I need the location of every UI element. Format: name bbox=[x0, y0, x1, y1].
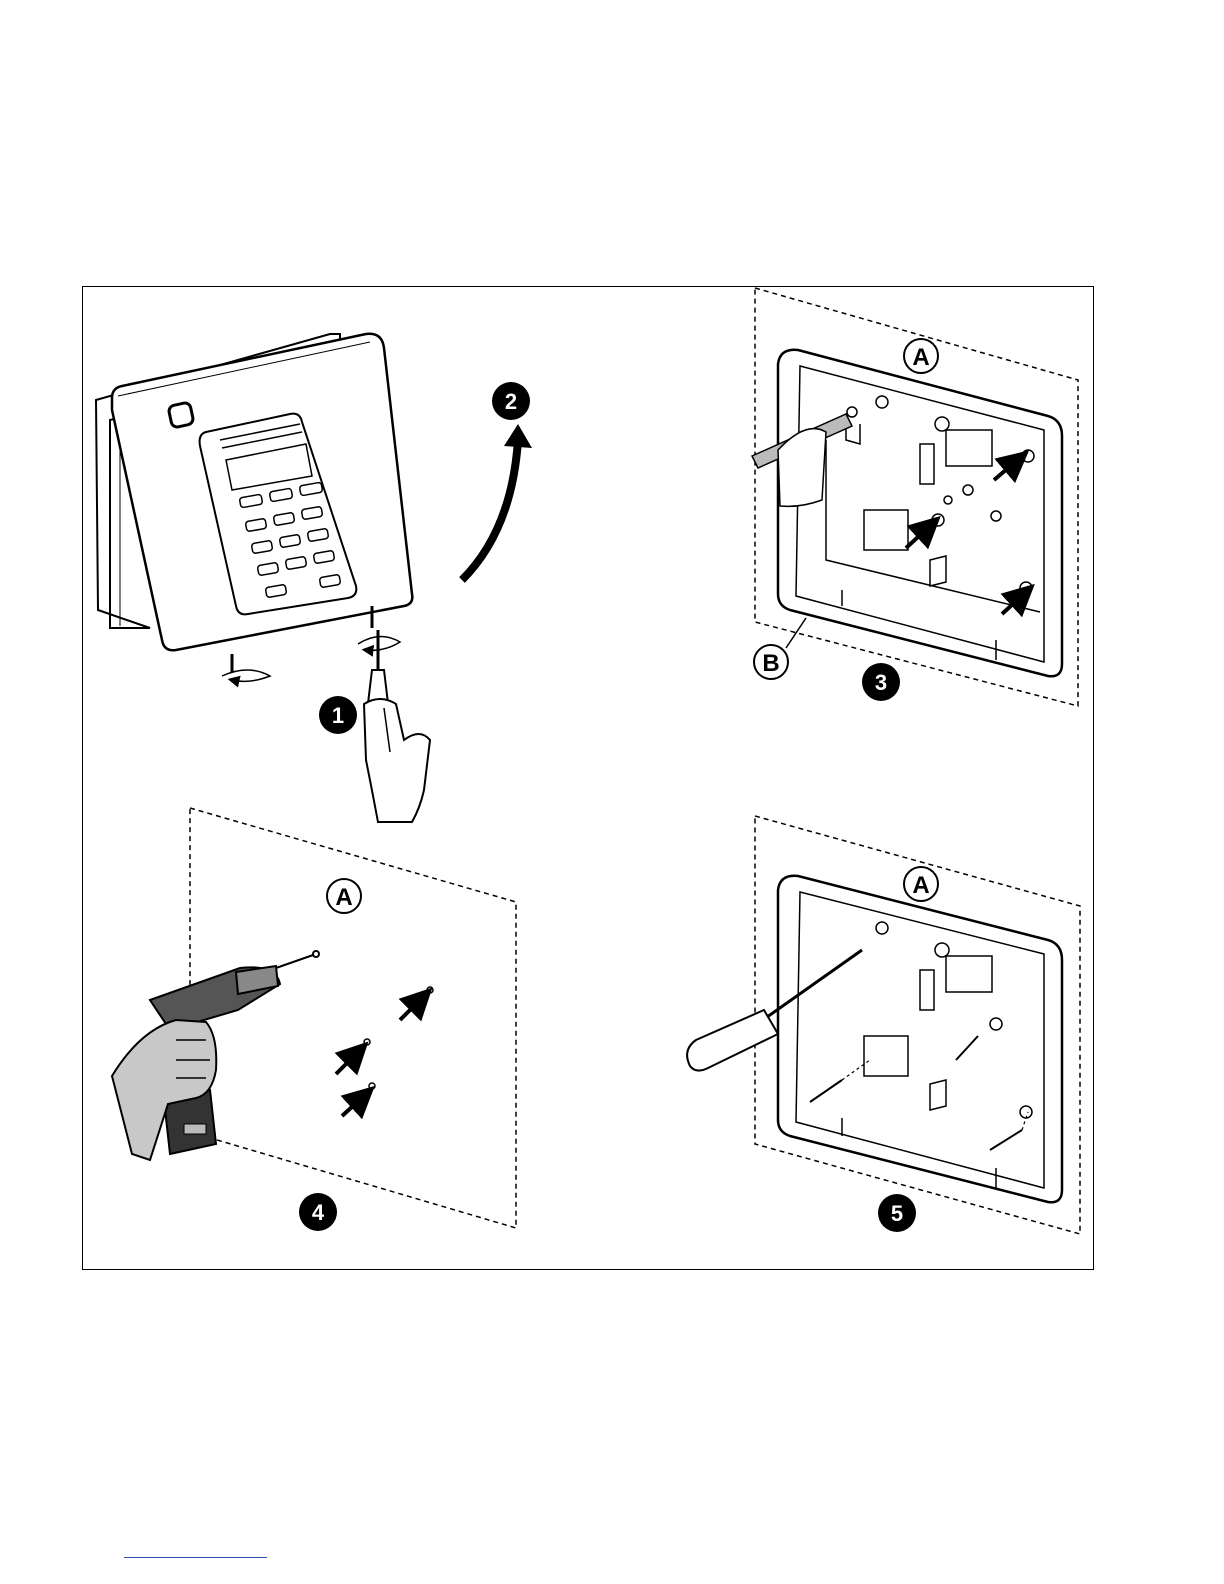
arrow-icon bbox=[462, 440, 518, 580]
arrow-icon bbox=[504, 424, 532, 448]
svg-text:A: A bbox=[912, 344, 929, 371]
step-badge-2: 2 bbox=[492, 382, 530, 420]
svg-text:3: 3 bbox=[875, 670, 887, 695]
callout-a-step4: A bbox=[327, 879, 361, 913]
svg-text:A: A bbox=[912, 872, 929, 899]
back-plate-illustration bbox=[778, 876, 1062, 1202]
callout-a-step3: A bbox=[904, 339, 938, 373]
step-badge-3: 3 bbox=[862, 663, 900, 701]
step-badge-5: 5 bbox=[878, 1194, 916, 1232]
control-panel-illustration bbox=[96, 334, 412, 682]
hand-icon bbox=[364, 699, 430, 822]
footer-rule bbox=[124, 1557, 267, 1558]
svg-text:2: 2 bbox=[505, 389, 517, 414]
svg-text:4: 4 bbox=[312, 1200, 325, 1225]
step-badge-4: 4 bbox=[299, 1193, 337, 1231]
callout-a-step5: A bbox=[904, 867, 938, 901]
svg-text:5: 5 bbox=[891, 1201, 903, 1226]
callout-b-step3: B bbox=[754, 618, 806, 679]
svg-text:A: A bbox=[335, 884, 352, 911]
svg-text:1: 1 bbox=[332, 703, 344, 728]
step-badge-1: 1 bbox=[319, 696, 357, 734]
svg-text:B: B bbox=[762, 650, 779, 677]
drill-holes bbox=[364, 987, 433, 1089]
arrow-icon bbox=[336, 996, 424, 1116]
step4-wall-outline bbox=[190, 808, 516, 1228]
back-plate-illustration bbox=[778, 350, 1062, 676]
